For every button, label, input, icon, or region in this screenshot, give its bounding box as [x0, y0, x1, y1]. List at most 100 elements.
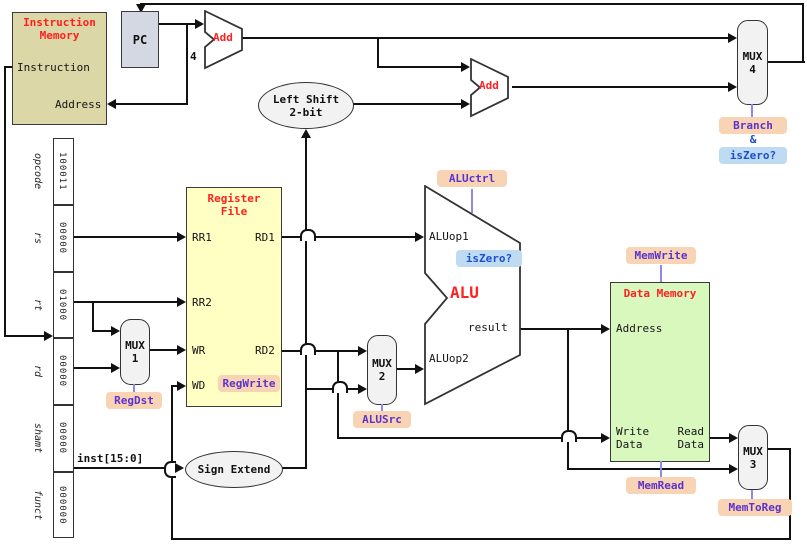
adder1-constant-4: 4 [190, 50, 197, 63]
arrowhead [728, 82, 737, 92]
inst-bus-label: inst[15:0] [77, 452, 144, 465]
mux1-number: 1 [131, 352, 139, 365]
wire-signext-out [282, 467, 307, 469]
field-box-rd [53, 338, 74, 405]
arrowhead [175, 463, 184, 473]
wire-readdata-to-mux3 [710, 437, 730, 439]
mux1-label: MUX [125, 339, 145, 352]
wire-rs-to-rr1 [74, 236, 178, 238]
arrowhead [136, 4, 146, 13]
arrowhead [728, 33, 737, 43]
wire-hop [300, 343, 316, 355]
regdst-badge: RegDst [106, 392, 162, 409]
wire-rd-to-mux1 [74, 367, 112, 369]
field-box-shamt [53, 405, 74, 472]
rf-port-wd: WD [192, 379, 206, 392]
arrowhead [729, 433, 738, 443]
field-value-opcode: 100011 [57, 152, 67, 191]
sign-extend-label: Sign Extend [197, 463, 271, 476]
sign-extend-unit: Sign Extend [185, 451, 283, 488]
wire-hop [164, 461, 176, 478]
mux1: MUX 1 [120, 319, 150, 385]
field-box-rt [53, 272, 74, 338]
field-value-shamt: 00000 [57, 422, 67, 455]
wire-add1-out [242, 37, 729, 39]
wire-leftshift-out [353, 103, 462, 105]
wire-wd-stub [171, 385, 178, 387]
arrowhead [358, 384, 367, 394]
control-line-aluctrl [471, 189, 473, 213]
left-shift-unit: Left Shift 2-bit [258, 82, 354, 129]
rf-port-rr2: RR2 [192, 296, 212, 309]
wire-instruction-left [4, 66, 6, 337]
arrowhead [177, 297, 186, 307]
adder1-label: Add [213, 31, 233, 44]
branch-badge: Branch [719, 117, 787, 134]
wire-inst-to-signext [74, 467, 167, 469]
mux2-label: MUX [372, 357, 392, 370]
rf-port-wr: WR [192, 344, 206, 357]
wire-rd2-to-writedata [338, 437, 602, 439]
field-name-rt: rt [32, 298, 43, 312]
memread-badge: MemRead [626, 477, 696, 494]
adder1-shape [204, 10, 243, 70]
wire-signext-to-leftshift [305, 136, 307, 469]
wire-mux3-out [768, 448, 791, 450]
rf-port-rr1: RR1 [192, 231, 212, 244]
arrowhead [301, 129, 311, 138]
wire-rd2-branch-down [337, 350, 339, 439]
rf-port-rd2: RD2 [255, 344, 275, 357]
wire-im-instruction-stub [4, 66, 13, 68]
wire-instruction-bottom [4, 335, 45, 337]
field-value-rt: 01000 [57, 288, 67, 322]
adder2-label: Add [479, 79, 499, 92]
mux3-number: 3 [749, 457, 757, 471]
left-shift-line2: 2-bit [289, 105, 323, 119]
wire-pc-to-address [186, 23, 188, 105]
arrowhead [195, 19, 204, 29]
field-box-opcode [53, 138, 74, 205]
control-line-memread [660, 461, 662, 478]
wire-writeback-bottom [171, 538, 791, 540]
control-line-regdst [133, 384, 135, 393]
wire-hop [332, 381, 348, 393]
mux2: MUX 2 [367, 335, 397, 405]
wire-feedback-right [802, 3, 804, 63]
control-line-memwrite [660, 265, 662, 282]
dm-port-address: Address [616, 322, 663, 335]
regwrite-badge: RegWrite [218, 375, 280, 392]
alu-title: ALU [450, 283, 479, 302]
arrowhead [729, 464, 738, 474]
mux4-number: 4 [749, 62, 756, 76]
pc-label: PC [132, 32, 148, 47]
wire-result-branch-down [567, 328, 569, 470]
alu-port-op2: ALUop2 [429, 352, 469, 365]
mux2-number: 2 [378, 370, 386, 383]
arrowhead [107, 99, 116, 109]
control-line-alusrc [381, 404, 383, 412]
field-name-rs: rs [32, 232, 43, 245]
arrowhead [461, 62, 470, 72]
mux4-label: MUX [742, 49, 763, 63]
im-port-instruction: Instruction [17, 61, 90, 74]
mux3: MUX 3 [738, 425, 768, 490]
memwrite-badge: MemWrite [626, 247, 696, 264]
wire-pc-feedback-top [140, 3, 803, 5]
arrowhead [601, 324, 610, 334]
field-name-opcode: opcode [32, 153, 43, 190]
alusrc-badge: ALUSrc [353, 411, 411, 428]
alu-iszero-badge: isZero? [456, 250, 522, 267]
field-value-rs: 00000 [57, 222, 67, 255]
field-value-rd: 00000 [57, 355, 67, 388]
wire-add2-out [512, 86, 729, 88]
wire-pc-out [159, 23, 196, 25]
data-memory-box: Data Memory [610, 282, 710, 462]
wire-mux1-out [150, 349, 178, 351]
left-shift-line1: Left Shift [272, 92, 340, 106]
